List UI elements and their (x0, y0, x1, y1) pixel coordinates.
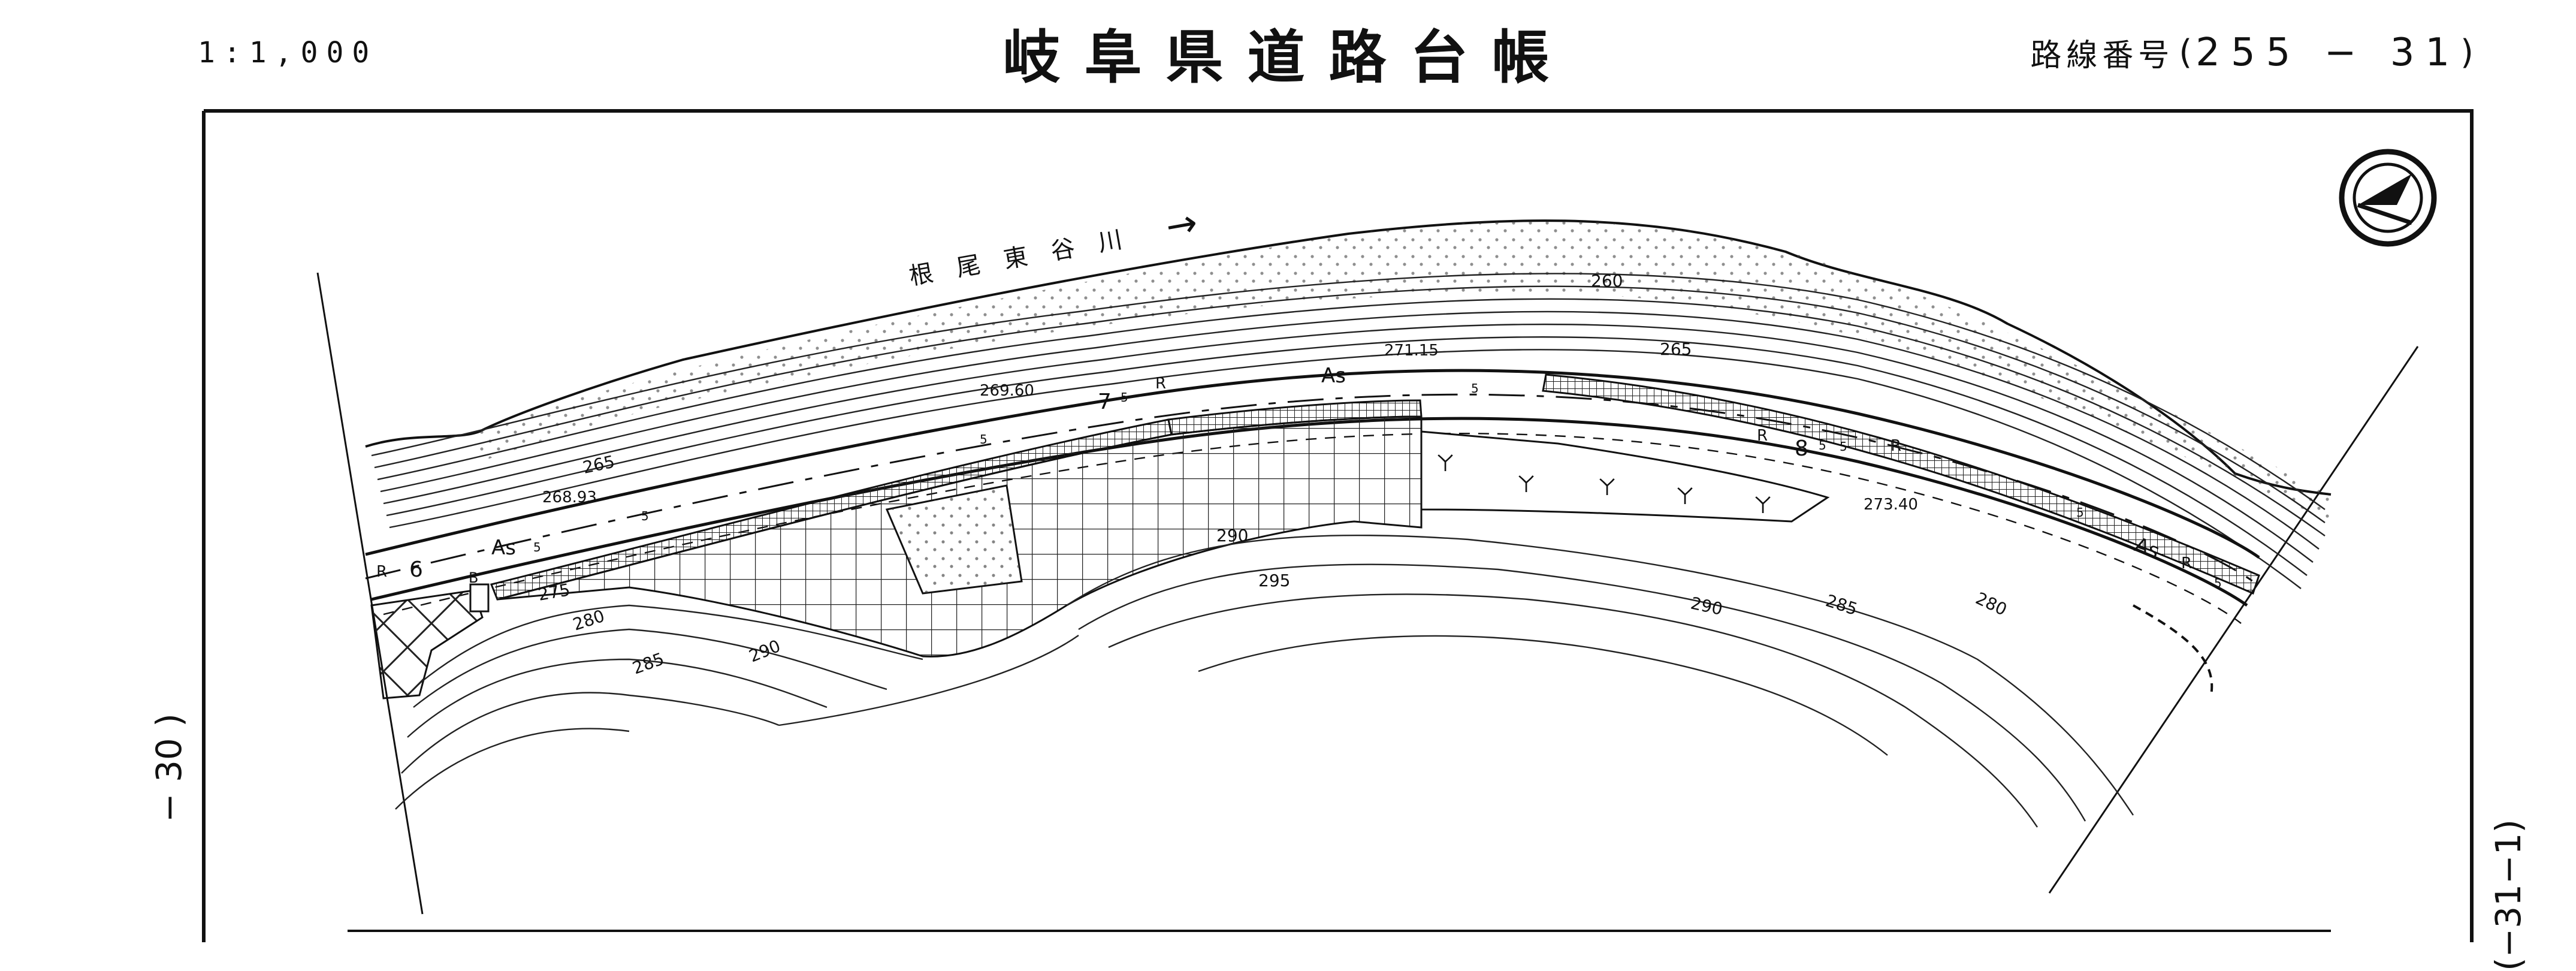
river-dotted-area (479, 221, 2331, 521)
width-mark: 5 (2076, 505, 2084, 520)
road-marker: R (1891, 437, 1901, 455)
match-line-right (2048, 346, 2419, 894)
road-ledger-map: ㄚ ㄚ ㄚ ㄚ ㄚ 根尾東谷川 → 271.15 269.60 268.93 2… (202, 109, 2474, 942)
elevation-label: 271.15 (1384, 342, 1439, 360)
route-label: 路線番号 (2030, 38, 2175, 74)
elevation-labels: 271.15 269.60 268.93 273.40 (542, 342, 1918, 514)
section-number: 7 (1098, 390, 1112, 414)
section-number: 8 (1795, 436, 1808, 461)
page-title: 岐阜県道路台帳 (1002, 24, 1574, 91)
vegetation-symbol: ㄚ (1675, 485, 1695, 509)
road-marker: R (376, 563, 387, 581)
route-close-paren: ) (2460, 33, 2477, 72)
width-mark: 5 (1840, 439, 1847, 454)
match-line-left (316, 272, 424, 915)
width-mark: 5 (641, 509, 649, 523)
vegetation-symbol: ㄚ (1753, 494, 1773, 518)
map-frame (202, 109, 2474, 942)
contour-label: 285 (630, 649, 667, 678)
width-mark: 5 (1819, 438, 1826, 453)
contours-lower (395, 534, 2134, 828)
road-markers: R R R R R B (376, 375, 2192, 586)
contour-label: 295 (1258, 571, 1290, 590)
width-marks: 5 5 5 5 5 5 5 5 5 (533, 381, 2222, 590)
map-scale: 1:1,000 (198, 35, 378, 70)
contour-label: 280 (570, 606, 607, 635)
surface-label: As (491, 536, 516, 560)
structure-block (469, 583, 490, 613)
road-marker: B (469, 569, 478, 586)
section-number: 6 (409, 557, 423, 582)
north-arrow-icon (2339, 149, 2437, 247)
elevation-label: 269.60 (980, 382, 1034, 400)
contours-upper (371, 273, 2326, 589)
grass-area (1420, 430, 1830, 523)
contour-label: 280 (1973, 588, 2010, 619)
cut-slope-stipple-fill (887, 486, 1022, 593)
width-mark: 5 (2214, 576, 2222, 590)
width-mark: 5 (980, 432, 987, 447)
retaining-wall-right (1542, 373, 2260, 595)
contour-label: 265 (1660, 339, 1692, 359)
vegetation-symbol: ㄚ (1597, 476, 1617, 500)
contour-label: 260 (1591, 271, 1623, 291)
vegetation-symbols: ㄚ ㄚ ㄚ ㄚ ㄚ (1435, 452, 1773, 518)
width-mark: 5 (533, 540, 541, 554)
contour-label: 290 (1216, 526, 1248, 545)
contour-label: 290 (1689, 593, 1725, 619)
road-curve-right (2133, 604, 2213, 696)
road-marker: R (2181, 554, 2192, 572)
road-marker: R (1155, 375, 1166, 393)
road-marker: R (1757, 427, 1768, 445)
section-numbers: 6 7 8 (409, 390, 1808, 582)
vegetation-symbol: ㄚ (1516, 473, 1536, 497)
cross-hatched-structure (370, 589, 484, 699)
surface-label: As (1321, 364, 1346, 388)
river-flow-arrow: → (1162, 200, 1201, 249)
vegetation-symbol: ㄚ (1435, 452, 1455, 476)
contour-label: 285 (1823, 590, 1860, 619)
contour-label: 265 (581, 451, 617, 477)
elevation-label: 273.40 (1864, 496, 1918, 514)
elevation-label: 268.93 (542, 488, 597, 506)
width-mark: 5 (1471, 381, 1479, 396)
contour-label: 290 (746, 636, 783, 667)
route-number: 255 − 31 (2196, 30, 2461, 75)
width-mark: 5 (1121, 390, 1128, 405)
route-number-block: 路線番号 ( 255 − 31 ) (2030, 0, 2477, 105)
route-open-paren: ( (2179, 33, 2196, 72)
